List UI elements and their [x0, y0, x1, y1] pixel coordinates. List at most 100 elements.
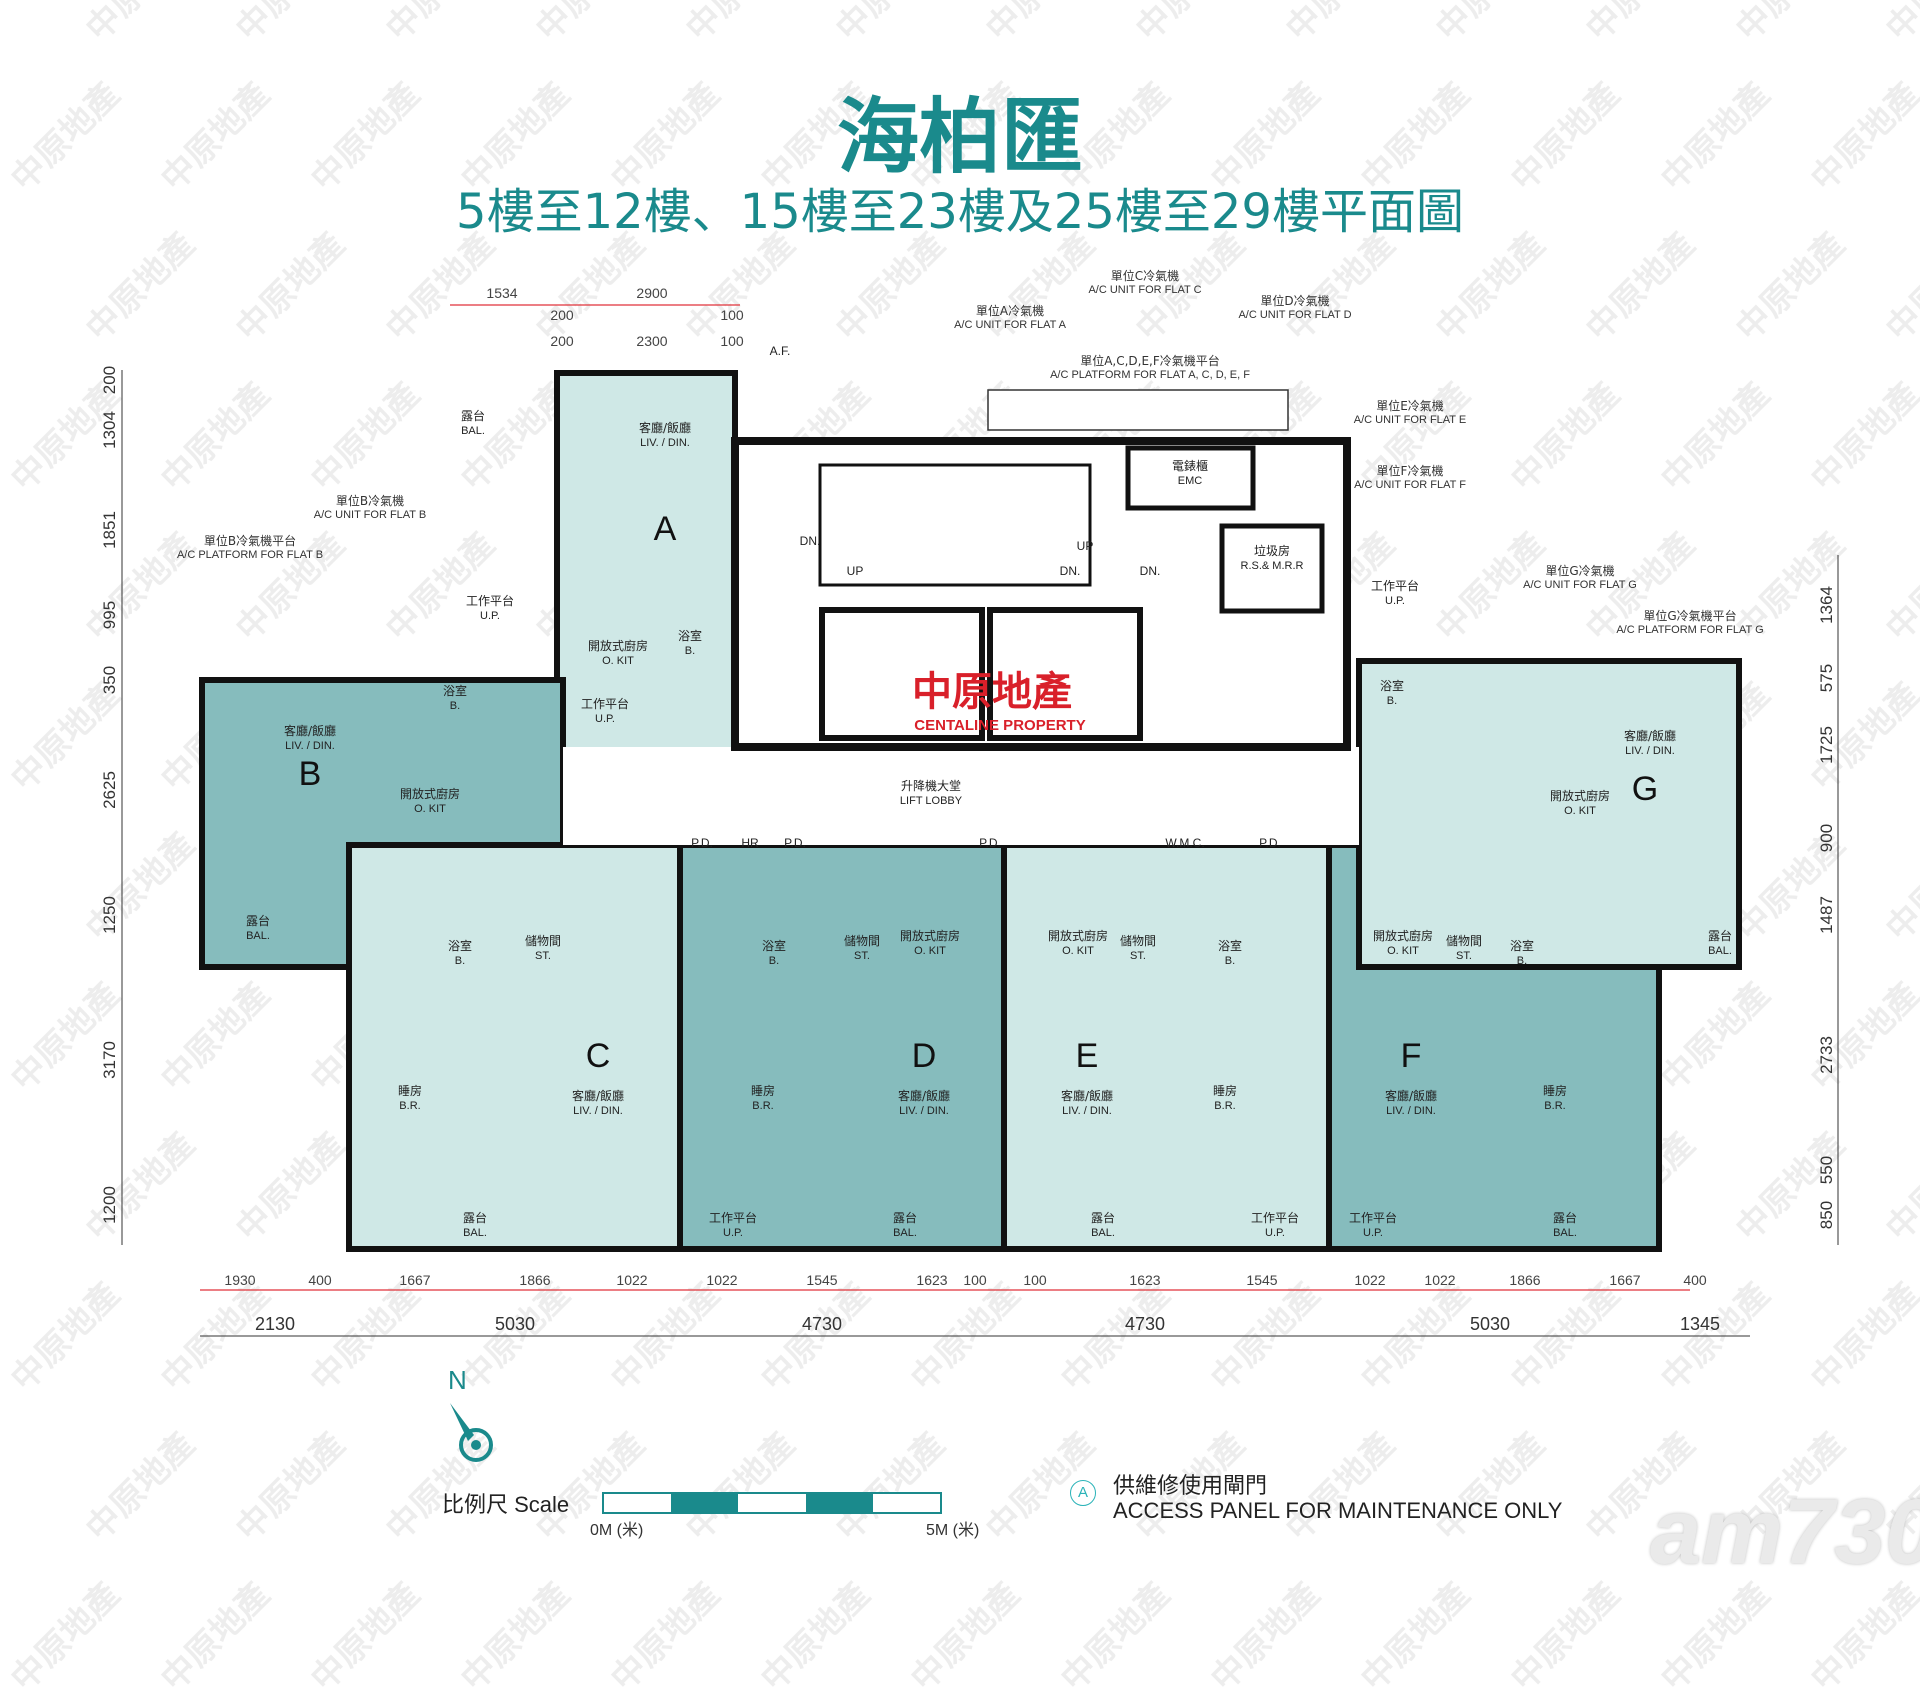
room-name-zh: 開放式廚房 — [400, 786, 460, 801]
room-name-zh: 客廳/飯廳 — [1624, 728, 1676, 743]
room-name-zh: 開放式廚房 — [588, 638, 648, 653]
lift-1 — [819, 607, 985, 741]
room-name-en: R.S.& M.R.R — [1241, 560, 1304, 572]
unit-label: E — [1076, 1037, 1099, 1075]
total-dimension-label: 2130 — [255, 1314, 295, 1334]
room-name-en: O. KIT — [602, 655, 634, 667]
dimension-label: 1200 — [100, 1186, 119, 1224]
dimension-label: 1667 — [399, 1272, 430, 1288]
room-name-en: LIV. / DIN. — [1062, 1105, 1112, 1117]
ac-label-zh: 單位G冷氣機平台 — [1643, 608, 1736, 623]
dimension-label: 1304 — [100, 411, 119, 449]
dimension-label: 1623 — [916, 1272, 947, 1288]
total-dimension-label: 4730 — [1125, 1314, 1165, 1334]
ac-label-en: A/C PLATFORM FOR FLAT A, C, D, E, F — [1050, 369, 1250, 381]
room-name-zh: 露台 — [1091, 1210, 1115, 1225]
unit-label: D — [912, 1037, 937, 1075]
dimension-label: 1022 — [706, 1272, 737, 1288]
north-pointer-icon — [450, 1403, 474, 1441]
room-name-zh: 露台 — [1708, 928, 1732, 943]
refuse-room — [1219, 523, 1325, 614]
scale-bar — [602, 1492, 942, 1514]
dimension-label: 2625 — [100, 771, 119, 809]
legend-text-en: ACCESS PANEL FOR MAINTENANCE ONLY — [1113, 1498, 1563, 1523]
ac-label-zh: 單位F冷氣機 — [1377, 463, 1444, 478]
room-name-en: B. — [1387, 695, 1397, 707]
room-name-en: LIV. / DIN. — [640, 437, 690, 449]
room-name-zh: 工作平台 — [1371, 578, 1419, 593]
ac-label-en: A/C UNIT FOR FLAT B — [314, 509, 426, 521]
dimension-label: 2733 — [1817, 1036, 1836, 1074]
dimension-label: 2900 — [636, 285, 667, 301]
room-name-zh: 儲物間 — [525, 934, 561, 948]
room-label: 浴室B. — [1218, 938, 1242, 967]
room-name-en: LIV. / DIN. — [285, 740, 335, 752]
dimension-label: 1022 — [1354, 1272, 1385, 1288]
core-label: UP — [847, 564, 864, 578]
room-label: 升降機大堂 LIFT LOBBY — [900, 778, 963, 807]
room-label: 垃圾房 R.S.& M.R.R — [1241, 543, 1304, 572]
dimension-label: 350 — [100, 666, 119, 694]
scale-label: 比例尺 Scale — [442, 1492, 570, 1517]
ac-label-zh: 單位E冷氣機 — [1376, 398, 1444, 413]
room-name-en: B.R. — [1214, 1100, 1235, 1112]
unit-outline — [1356, 658, 1742, 970]
room-name-zh: 浴室 — [1510, 938, 1534, 953]
unit-label: A — [654, 510, 677, 548]
dimension-label: 1545 — [806, 1272, 837, 1288]
room-name-zh: 睡房 — [1543, 1083, 1567, 1098]
core-label: P.D. — [979, 836, 1001, 850]
dimension-label: 200 — [100, 366, 119, 394]
room-name-en: B. — [450, 700, 460, 712]
dimension-label: 1022 — [616, 1272, 647, 1288]
dimension-label: 900 — [1817, 824, 1836, 852]
unit-g: G — [1356, 658, 1742, 970]
ac-label-zh: 單位G冷氣機 — [1545, 563, 1614, 578]
room-label: 開放式廚房 O. KIT — [400, 786, 460, 815]
unit-e: E — [1001, 842, 1332, 1252]
room-name-zh: 開放式廚房 — [900, 928, 960, 943]
dimension-label: 100 — [1023, 1272, 1047, 1288]
center-logo-en: CENTALINE PROPERTY — [914, 717, 1085, 734]
unit-c: C — [346, 842, 683, 1252]
room-name-zh: 升降機大堂 — [901, 778, 961, 793]
watermark-text: 中原地產 — [1353, 1574, 1478, 1700]
dimension-label: 100 — [720, 307, 744, 323]
room-name-en: B. — [1225, 955, 1235, 967]
room-name-en: EMC — [1178, 475, 1203, 487]
ac-label-en: A/C UNIT FOR FLAT G — [1523, 579, 1637, 591]
room-label: 睡房B.R. — [751, 1083, 775, 1112]
room-name-zh: 露台 — [1553, 1210, 1577, 1225]
room-name-en: BAL. — [1708, 945, 1732, 957]
north-arrow: N — [448, 1365, 493, 1462]
dimension-label: 1667 — [1609, 1272, 1640, 1288]
room-name-en: U.P. — [1265, 1227, 1285, 1239]
dimension-label: 1930 — [224, 1272, 255, 1288]
room-name-en: U.P. — [1385, 595, 1405, 607]
dimension-label: 1725 — [1817, 726, 1836, 764]
room-name-en: O. KIT — [414, 803, 446, 815]
room-name-zh: 露台 — [463, 1210, 487, 1225]
room-name-en: BAL. — [1091, 1227, 1115, 1239]
ac-label-en: A/C PLATFORM FOR FLAT B — [177, 549, 323, 561]
room-name-zh: 垃圾房 — [1254, 543, 1290, 558]
total-dimension-label: 1345 — [1680, 1314, 1720, 1334]
unit-label: G — [1632, 770, 1658, 808]
room-name-zh: 電錶櫃 — [1172, 458, 1208, 473]
room-name-en: LIFT LOBBY — [900, 795, 963, 807]
ac-platform — [987, 389, 1289, 431]
